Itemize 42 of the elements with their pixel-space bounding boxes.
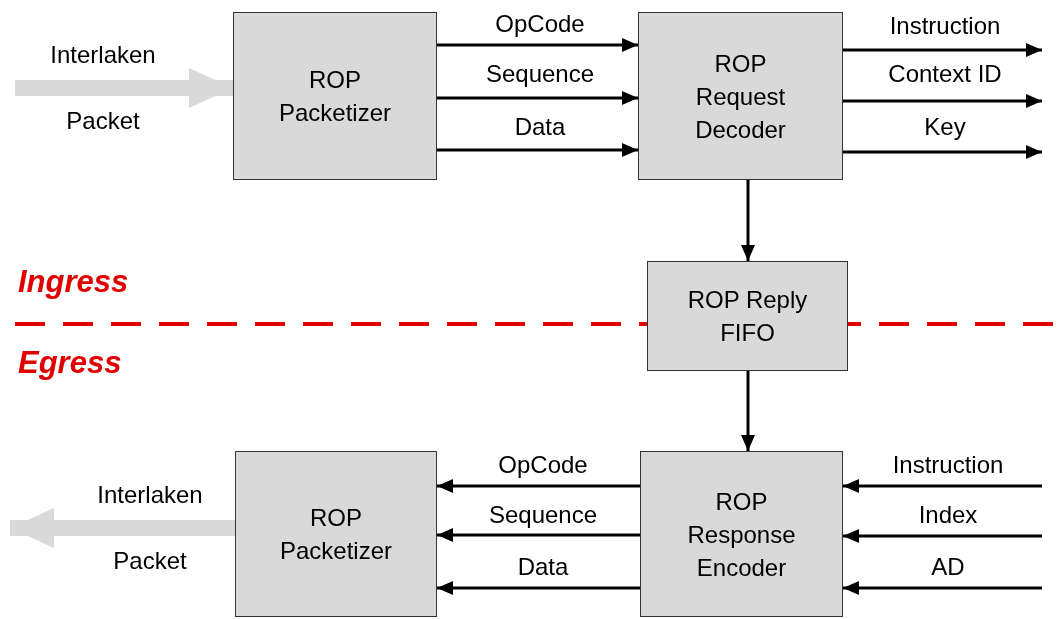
- arrow: [843, 43, 1042, 57]
- edge-label: Sequence: [488, 501, 598, 529]
- arrow: [437, 528, 640, 542]
- edge-label: Instruction: [892, 451, 1004, 479]
- box-label: ROP Packetizer: [277, 65, 392, 128]
- process-box: [647, 261, 848, 371]
- edge-label: Interlaken Packet: [49, 40, 157, 136]
- arrow: [843, 529, 1042, 543]
- arrow: [437, 38, 638, 52]
- arrow: [843, 94, 1042, 108]
- box-label: ROP Request Decoder: [694, 48, 787, 145]
- arrow: [843, 145, 1042, 159]
- process-box: [233, 12, 437, 180]
- box-label: ROP Response Encoder: [686, 486, 797, 583]
- arrow: [437, 581, 640, 595]
- edge-label: AD: [931, 553, 965, 581]
- process-box: [638, 12, 843, 180]
- edge-label: Context ID: [888, 60, 1002, 88]
- process-box: [640, 451, 843, 617]
- box-label: ROP Packetizer: [278, 503, 393, 566]
- process-box: [235, 451, 437, 617]
- arrow: [843, 479, 1042, 493]
- edge-label: Key: [924, 113, 966, 141]
- wide-arrow: [15, 68, 233, 108]
- arrow: [437, 479, 640, 493]
- arrow: [843, 581, 1042, 595]
- edge-label: Data: [514, 113, 566, 141]
- arrow: [741, 371, 755, 451]
- edge-label: OpCode: [498, 451, 588, 479]
- arrow: [437, 143, 638, 157]
- arrow: [741, 180, 755, 261]
- box-label: ROP Reply FIFO: [686, 285, 809, 348]
- section-label: Egress: [18, 345, 122, 381]
- edge-label: OpCode: [495, 10, 585, 38]
- edge-label: Interlaken Packet: [96, 480, 204, 576]
- wide-arrow: [10, 508, 235, 548]
- edge-label: Instruction: [889, 12, 1001, 40]
- edge-label: Sequence: [485, 60, 595, 88]
- arrow: [437, 91, 638, 105]
- section-label: Ingress: [18, 264, 129, 300]
- edge-label: Data: [517, 553, 569, 581]
- edge-label: Index: [918, 501, 978, 529]
